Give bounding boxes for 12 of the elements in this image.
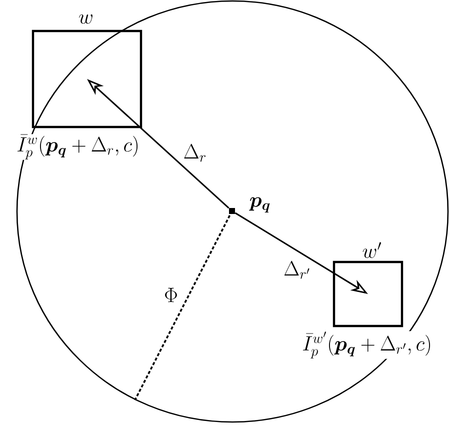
edge-label: $\Delta_{r'}$: [284, 260, 310, 279]
formula-label: $\bar{I}_p^{w}(\boldsymbol{p}_{\boldsymbol{q}}+\Delta_r,c)$: [16, 134, 140, 160]
square-box: [32, 30, 142, 128]
edge-label: $\Delta_r$: [184, 144, 206, 162]
circle: [16, 0, 449, 423]
dimension-label: $\Phi$: [165, 288, 177, 302]
formula-label: $\bar{I}_p^{w'}(\boldsymbol{p}_{\boldsymbol{q}}+\Delta_{r'},c)$: [302, 331, 432, 359]
point-label: $\boldsymbol{p}_{\boldsymbol{q}}$: [248, 196, 272, 214]
square-box: [332, 260, 404, 328]
point-marker: [229, 208, 235, 214]
box-label: $w$: [78, 14, 94, 24]
box-label: $w'$: [362, 242, 382, 258]
